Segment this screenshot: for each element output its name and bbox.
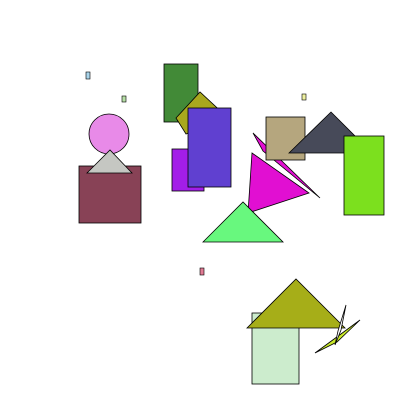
mint-triangle (202, 201, 284, 243)
tan-square (265, 116, 306, 161)
light-blue-small-square (85, 71, 91, 80)
light-yellow-small-square (301, 93, 307, 101)
white-sliver (334, 304, 347, 346)
silver-triangle (86, 149, 133, 174)
indigo-rectangle (187, 107, 232, 188)
olive-triangle (246, 278, 346, 329)
magenta-triangle (247, 152, 310, 214)
pink-small-square (199, 267, 205, 276)
maroon-rectangle (78, 165, 142, 224)
light-green-small-square (121, 95, 127, 103)
lime-rectangle (343, 135, 385, 216)
orchid-circle (88, 113, 130, 155)
